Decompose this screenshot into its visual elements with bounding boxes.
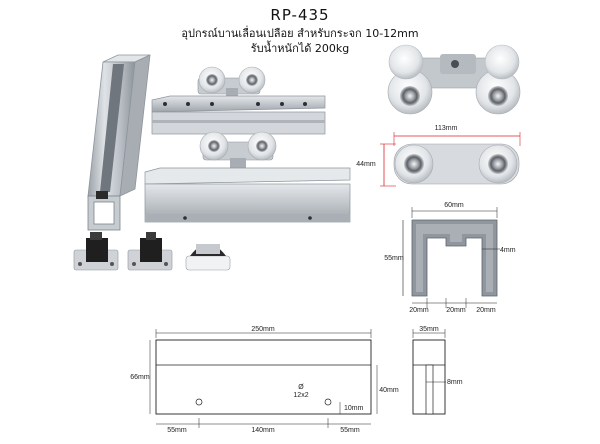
end-stopper-1 [73, 232, 119, 271]
hole-spec-symbol: Ø [298, 384, 304, 391]
clamp-length-label: 250mm [251, 326, 275, 333]
channel-thickness-label: 4mm [500, 247, 516, 254]
side-width-label: 35mm [419, 326, 439, 333]
roller-on-clamp-upper [151, 66, 326, 135]
load-capacity: รับน้ำหนักได้ 200kg [250, 42, 350, 55]
channel-width-label: 60mm [444, 202, 464, 209]
channel-gap-left-label: 20mm [409, 307, 429, 314]
hole-left-offset-label: 55mm [167, 427, 187, 434]
hole-height-label: 10mm [344, 405, 364, 412]
floor-guide [185, 244, 231, 271]
end-stopper-2 [127, 232, 173, 271]
clamp-front-view [149, 329, 378, 428]
clamp-side-view [412, 329, 446, 415]
roller-drawing [380, 132, 521, 187]
channel-gap-mid-label: 20mm [446, 307, 466, 314]
roller-on-clamp-lower [144, 131, 351, 223]
product-description: อุปกรณ์บานเลื่อนเปลือย สำหรับกระจก 10-12… [181, 27, 419, 40]
channel-height-label: 55mm [384, 255, 404, 262]
roller-height-label: 44mm [356, 161, 376, 168]
side-slot-label: 8mm [447, 379, 463, 386]
channel-gap-right-label: 20mm [476, 307, 496, 314]
roller-photo [387, 44, 521, 115]
clamp-height-label: 66mm [130, 374, 150, 381]
hole-spacing-label: 140mm [251, 427, 275, 434]
hole-spec-label: 12x2 [293, 392, 308, 399]
track-rail [87, 54, 151, 231]
clamp-lower-height-label: 40mm [379, 387, 399, 394]
channel-profile [402, 207, 500, 308]
roller-width-label: 113mm [435, 125, 458, 132]
hole-right-offset-label: 55mm [340, 427, 360, 434]
model-title: RP-435 [270, 6, 330, 24]
